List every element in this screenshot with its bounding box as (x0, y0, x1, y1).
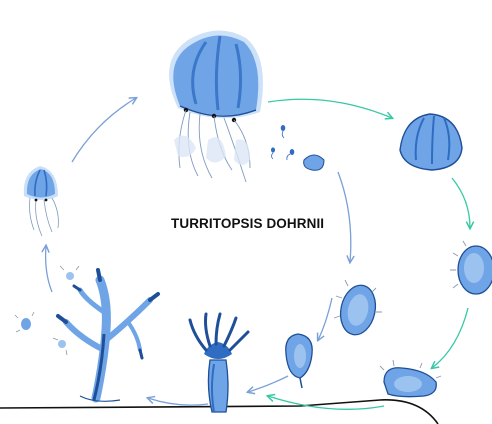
cyst-1 (450, 241, 492, 294)
arrow-cyst1-to-cyst2 (432, 308, 468, 368)
arrow-adult-to-stolon (338, 172, 351, 262)
polyp-bud (286, 334, 312, 388)
stolon-cyst (334, 280, 382, 338)
arrow-polyp-to-colony (148, 398, 208, 405)
arrow-young-to-adult (72, 98, 136, 162)
young-medusa (24, 166, 59, 236)
arrow-cyst2-to-polyp (268, 396, 384, 409)
arrow-adult-to-degenerating (268, 99, 392, 118)
arrow-cyst-to-polyp (248, 376, 288, 392)
planulae (271, 125, 324, 170)
degenerating-medusa (400, 114, 462, 170)
polyp-colony (15, 266, 158, 401)
diagram-title: TURRITOPSIS DOHRNII (171, 216, 331, 231)
cyst-2 (380, 360, 441, 397)
arrow-colony-to-young (46, 246, 52, 292)
young-polyp (190, 314, 248, 412)
arrow-stolon-to-cyst (318, 298, 332, 340)
adult-medusa (169, 30, 263, 182)
arrow-degenerating-to-cyst1 (452, 178, 470, 228)
